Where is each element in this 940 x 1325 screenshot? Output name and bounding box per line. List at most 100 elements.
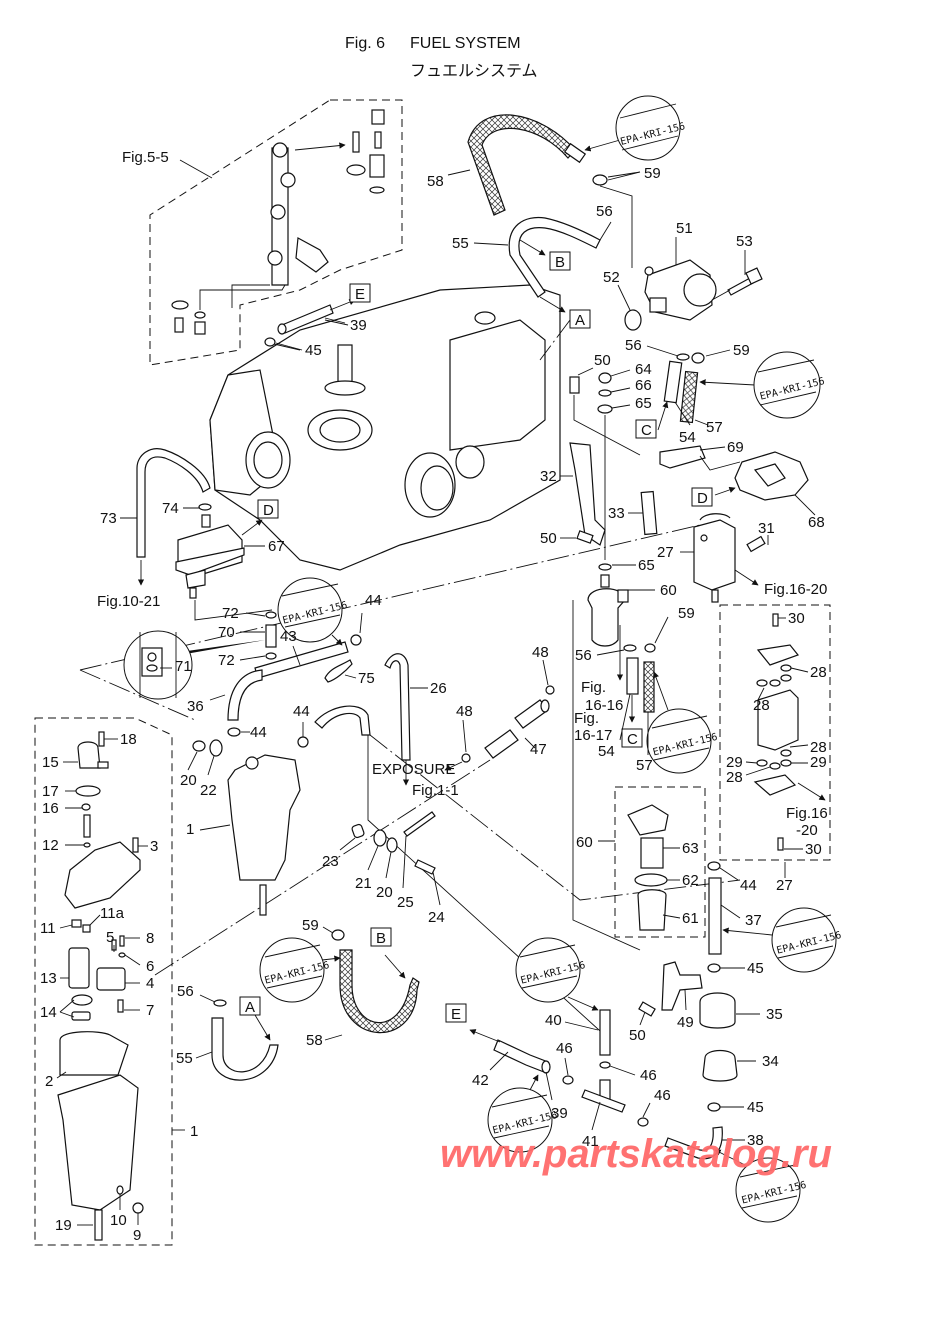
part-16-o-ring[interactable] — [81, 803, 91, 811]
part-47-joint-hose[interactable] — [484, 699, 550, 759]
part-50-bolt-a[interactable] — [569, 376, 580, 394]
part-27-high-pressure-pump[interactable] — [693, 513, 736, 603]
part-45-clamp-b[interactable] — [707, 963, 721, 973]
part-51-fuel-pump[interactable] — [644, 259, 717, 321]
part-59-clamp-pump[interactable] — [691, 352, 705, 364]
part-75-hose[interactable] — [324, 659, 353, 683]
part-50-bolt-b[interactable] — [576, 530, 594, 544]
part-56-clip-filter[interactable] — [623, 644, 637, 652]
part-54-hose-b[interactable] — [626, 657, 639, 695]
part-37-hose[interactable] — [708, 877, 722, 955]
part-28-o-ring-f[interactable] — [769, 762, 781, 770]
part-20-washer-b[interactable] — [386, 837, 398, 853]
fig-5-5-reference[interactable]: Fig.5-5 — [122, 149, 169, 166]
part-20-washer-a[interactable] — [192, 740, 206, 752]
fig-16-20-reference-b1[interactable]: Fig.16 — [786, 805, 828, 822]
part-29-o-ring-a[interactable] — [780, 759, 792, 767]
part-64-nut[interactable] — [598, 372, 612, 384]
part-31-bolt[interactable] — [746, 535, 766, 553]
part-4-relay[interactable] — [96, 967, 126, 991]
part-67-vapor-separator-tank[interactable] — [175, 514, 245, 599]
part-22-grommet[interactable] — [209, 739, 223, 757]
part-21-grommet[interactable] — [373, 829, 387, 847]
part-28-o-ring-e[interactable] — [780, 749, 792, 757]
part-30-screw-bottom[interactable] — [777, 837, 784, 851]
part-45-clamp-c[interactable] — [707, 1102, 721, 1112]
part-14-damper-a[interactable] — [71, 994, 93, 1006]
part-56-clip-pump[interactable] — [676, 353, 690, 361]
part-49-hose-holder[interactable] — [661, 961, 703, 1011]
part-9-drain-screw[interactable] — [132, 1202, 144, 1214]
part-65-washer-a[interactable] — [597, 404, 613, 414]
part-46-clamp-b[interactable] — [562, 1075, 574, 1085]
part-55-fuel-hose-top[interactable] — [508, 216, 601, 298]
part-69-clip[interactable] — [659, 445, 706, 469]
part-41-tee-joint[interactable] — [581, 1079, 626, 1113]
part-72-clip-b[interactable] — [265, 652, 277, 660]
part-7-screw[interactable] — [117, 999, 124, 1013]
part-74-clip[interactable] — [198, 503, 212, 511]
part-44-clamp-c[interactable] — [297, 736, 309, 748]
fig-10-21-reference[interactable]: Fig.10-21 — [97, 593, 160, 610]
part-29-o-ring-b[interactable] — [756, 759, 768, 767]
part-10-gasket[interactable] — [116, 1185, 124, 1195]
part-28-o-ring-b[interactable] — [780, 674, 792, 682]
part-48-clip-a[interactable] — [545, 685, 555, 695]
part-34-fuel-filter-inline[interactable] — [702, 1049, 738, 1082]
part-28-o-ring-c[interactable] — [756, 679, 768, 687]
part-17-o-ring[interactable] — [75, 785, 101, 797]
fig-16-20-reference-a[interactable]: Fig.16-20 — [764, 581, 827, 598]
part-30-screw-top[interactable] — [772, 613, 779, 627]
part-66-lock-washer[interactable] — [598, 389, 612, 397]
fig-16-16-reference-b[interactable]: 16-16 — [585, 697, 623, 714]
part-35-band[interactable] — [699, 992, 736, 1029]
part-59-clamp-top[interactable] — [592, 174, 608, 186]
part-1-vapor-separator-assembled[interactable] — [227, 754, 301, 916]
part-11-fitting[interactable] — [71, 919, 82, 928]
part-73-vent-hose[interactable] — [136, 448, 211, 558]
part-58-braided-hose-top[interactable] — [467, 114, 587, 216]
fig-16-20-reference-b2[interactable]: -20 — [796, 822, 818, 839]
part-53-bolt[interactable] — [727, 267, 763, 296]
part-46-clamp-c[interactable] — [637, 1117, 649, 1127]
part-28-o-ring-a[interactable] — [780, 664, 792, 672]
part-24-bolt[interactable] — [414, 859, 436, 875]
part-40-hose[interactable] — [599, 1009, 611, 1056]
part-58-braided-hose-lower[interactable] — [339, 949, 420, 1034]
part-19-pipe[interactable] — [94, 1209, 103, 1241]
part-32-bracket[interactable] — [569, 442, 606, 546]
part-38-hose-elbow[interactable] — [664, 1126, 723, 1160]
part-44-clamp-d[interactable] — [707, 861, 721, 871]
fig-16-17-reference-b[interactable]: 16-17 — [574, 727, 612, 744]
part-14-damper-b[interactable] — [71, 1011, 91, 1021]
part-12-o-ring[interactable] — [83, 842, 91, 848]
part-44-clamp-b[interactable] — [227, 727, 241, 737]
part-63-filter-element[interactable] — [640, 837, 664, 869]
part-2-gasket[interactable] — [59, 1031, 129, 1076]
part-48-clip-b[interactable] — [461, 753, 471, 763]
part-54-hose-a[interactable] — [663, 360, 683, 404]
part-72-clip-a[interactable] — [265, 611, 277, 619]
part-33-plate[interactable] — [640, 490, 658, 536]
part-18-screw[interactable] — [98, 731, 105, 747]
part-59-clamp-lower[interactable] — [331, 929, 345, 941]
part-61-filter-cup[interactable] — [637, 889, 667, 931]
part-42-39-hose-joint[interactable] — [493, 1039, 551, 1074]
part-44-clamp-a[interactable] — [350, 634, 362, 646]
fig-16-17-reference-a[interactable]: Fig. — [574, 710, 599, 727]
fig-16-16-reference-a[interactable]: Fig. — [581, 679, 606, 696]
part-57-braided-hose-a[interactable] — [679, 370, 699, 424]
part-hose-tank-outlet[interactable] — [314, 705, 371, 736]
part-26-hose[interactable] — [384, 653, 411, 761]
part-57-braided-hose-b[interactable] — [643, 661, 655, 713]
fig-1-1-reference[interactable]: Fig.1-1 — [412, 782, 459, 799]
part-39-hose-upper[interactable] — [277, 299, 356, 335]
part-46-clamp-a[interactable] — [599, 1061, 611, 1069]
part-56-clip-lower[interactable] — [213, 999, 227, 1007]
part-70-joint[interactable] — [265, 624, 277, 648]
part-28-o-ring-d[interactable] — [769, 679, 781, 687]
part-36-43-fuel-hose[interactable] — [227, 641, 349, 721]
part-45-clamp-upper[interactable] — [264, 337, 276, 347]
part-6-nut[interactable] — [118, 952, 126, 958]
part-60-fuel-filter[interactable] — [587, 563, 629, 647]
